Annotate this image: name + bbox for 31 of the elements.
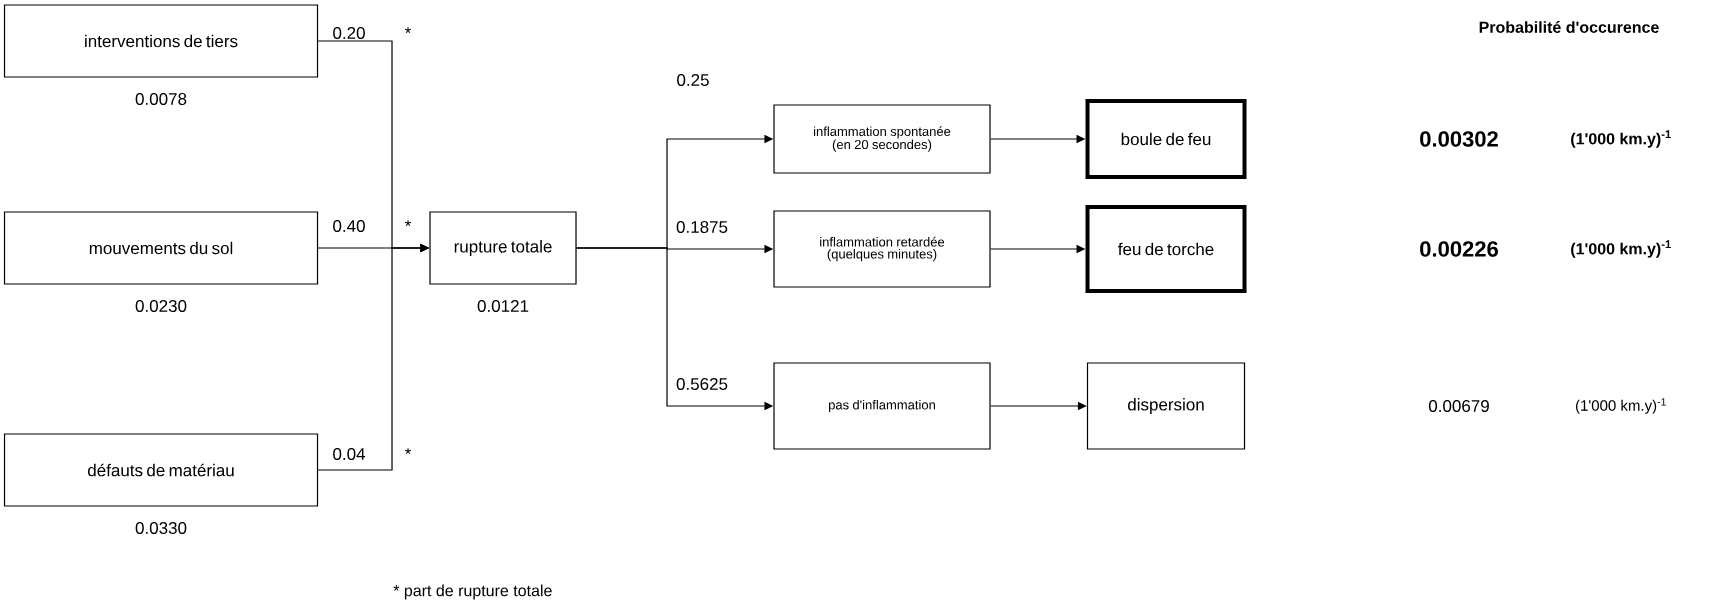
edge-label: 0.40 [331, 219, 367, 233]
edge-label: 0.1875 [675, 220, 729, 234]
probability-value: (1'000 km.y)$^{-1}$ [1571, 240, 1671, 258]
footnote-mark: * [405, 448, 412, 455]
footnote-mark: * [405, 27, 412, 34]
probability-value: 0.00302 [1420, 131, 1498, 147]
probability-value: 0.00679 [1428, 399, 1489, 412]
edge-label: 0.04 [331, 447, 367, 461]
probability-value: 0.0330 [135, 521, 187, 534]
probability-value: 0.0230 [135, 300, 187, 312]
edge-label: 0.25 [675, 73, 711, 87]
probability-value: 0.00226 [1420, 241, 1498, 257]
process-box: feu de torche [1085, 205, 1247, 293]
probability-value: (1'000 km.y)$^{-1}$ [1571, 130, 1671, 148]
edge-label: 0.5625 [675, 377, 729, 391]
probability-value: 0.0121 [477, 300, 529, 312]
footnote-mark: * [405, 220, 412, 227]
process-box: inflammation retardée (quelques minutes) [773, 210, 991, 288]
process-box: dispersion [1086, 362, 1246, 450]
probability-value: 0.0078 [135, 93, 187, 105]
probability-value: (1'000 km.y)$^{-1}$ [1576, 398, 1666, 414]
process-box: inflammation spontanée (en 20 secondes) [773, 104, 991, 174]
process-box: défauts de matériau [3, 433, 319, 507]
column-heading: Probabilité d'occurence [1479, 21, 1659, 33]
edge-label: 0.20 [331, 26, 367, 40]
footnote: * part de rupture totale [393, 584, 552, 600]
process-box: boule de feu [1085, 99, 1247, 179]
process-box: interventions de tiers [3, 4, 319, 78]
process-box: pas d'inflammation [773, 362, 991, 450]
process-box: rupture totale [429, 211, 577, 285]
process-box: mouvements du sol [3, 211, 319, 285]
